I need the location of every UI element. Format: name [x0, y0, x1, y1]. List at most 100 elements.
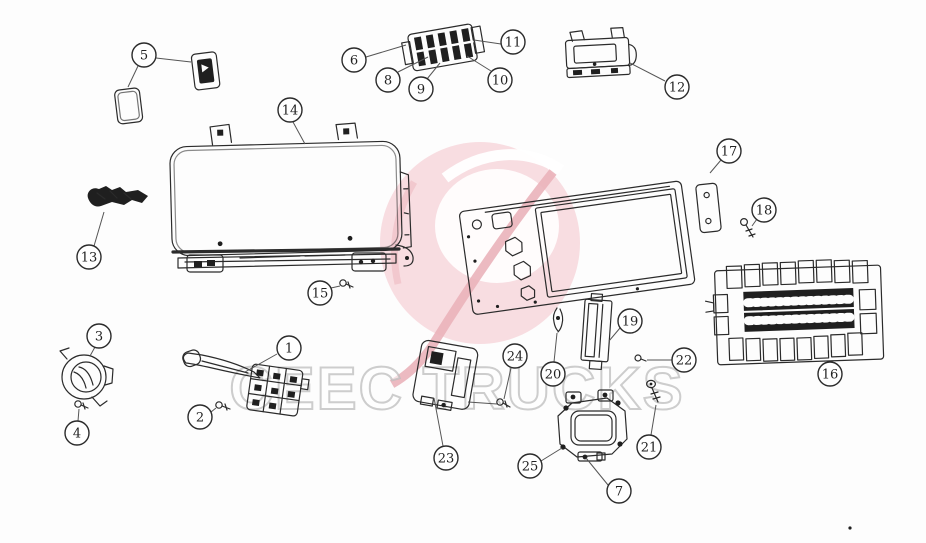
callout-leader-line [93, 211, 105, 247]
callout-circle [502, 343, 528, 369]
callout-leader-line [210, 407, 217, 413]
callout-circle [433, 445, 459, 471]
callout-circle [500, 29, 526, 55]
callout-circle [751, 197, 777, 223]
callout-number: 11 [505, 36, 522, 51]
callout-circle [671, 347, 697, 373]
part-ignition-switch [87, 186, 148, 207]
callout-circle [540, 361, 566, 387]
callout-number: 4 [73, 427, 81, 442]
part-screw-22 [634, 354, 647, 362]
callout-25: 25 [517, 447, 563, 479]
callout-12: 12 [629, 62, 690, 100]
callout-number: 10 [492, 74, 509, 89]
callout-leader-line [503, 367, 512, 400]
callout-24: 24 [502, 343, 528, 400]
callout-leader-line [650, 404, 657, 436]
part-mounting-bracket [564, 27, 637, 79]
callout-leader-line [433, 397, 444, 447]
callout-11: 11 [473, 29, 526, 55]
callout-5: 5 [127, 42, 192, 88]
part-screw-18 [739, 218, 756, 238]
part-mounting-rail [171, 244, 414, 273]
callout-circle [277, 97, 303, 123]
part-blank-switch-plug [114, 87, 144, 125]
callout-number: 14 [282, 104, 299, 119]
callout-leader-line [292, 121, 306, 145]
brand-swoosh-logo [380, 142, 580, 388]
callout-circle [341, 47, 367, 73]
callout-4: 4 [64, 408, 90, 446]
callout-number: 25 [522, 460, 539, 475]
callout-15: 15 [307, 280, 341, 306]
callout-number: 6 [350, 54, 358, 69]
callout-leader-line [709, 159, 722, 174]
callout-number: 19 [622, 315, 639, 330]
callout-circle [187, 404, 213, 430]
callout-leader-line [77, 408, 80, 422]
callout-number: 13 [81, 251, 98, 266]
part-head-unit [459, 180, 696, 315]
part-relay-bracket [557, 389, 628, 462]
part-screw-15 [339, 279, 354, 289]
callout-20: 20 [540, 332, 566, 387]
part-combination-switch [182, 349, 310, 417]
callout-18: 18 [751, 197, 777, 227]
callout-leader-line [426, 62, 441, 80]
callout-21: 21 [636, 404, 662, 460]
callout-9: 9 [408, 62, 441, 102]
callout-13: 13 [76, 211, 105, 270]
callout-leader-line [473, 39, 502, 45]
callout-number: 9 [417, 83, 425, 98]
callout-leader-line [553, 332, 558, 363]
callout-leader-line [89, 346, 96, 357]
callout-16: 16 [817, 361, 843, 387]
callout-circle [276, 335, 302, 361]
callout-23: 23 [433, 397, 459, 471]
callout-leader-line [466, 55, 492, 72]
callout-number: 17 [721, 145, 738, 160]
connector-line [467, 401, 498, 405]
callout-number: 2 [196, 411, 204, 426]
callout-number: 1 [285, 342, 293, 357]
part-screw-2 [215, 401, 231, 411]
callout-7: 7 [585, 457, 632, 504]
callout-leader-line [127, 65, 139, 88]
callout-19: 19 [608, 308, 643, 342]
part-clip-pin [552, 307, 564, 333]
callout-circle [86, 323, 112, 349]
callout-number: 5 [140, 49, 148, 64]
callout-leader-line [608, 327, 621, 342]
part-screw-24 [496, 398, 511, 408]
callout-number: 21 [641, 441, 658, 456]
part-headlamp-switch [59, 347, 114, 407]
callout-leader-line [244, 353, 278, 373]
callout-circle [716, 138, 742, 164]
callout-circle [64, 420, 90, 446]
callout-leader-line [585, 457, 609, 486]
callout-22: 22 [647, 347, 697, 373]
part-instrument-cluster-bezel [169, 122, 412, 257]
part-control-module [412, 339, 479, 411]
callout-circle [408, 76, 434, 102]
part-fuse-box [704, 259, 885, 366]
callout-circle [375, 67, 401, 93]
part-flasher-module [580, 292, 613, 371]
part-screw-4 [74, 400, 89, 410]
callout-number: 12 [669, 81, 686, 96]
part-vent-grille [401, 23, 486, 72]
callout-number: 7 [615, 485, 623, 500]
callout-number: 3 [95, 330, 103, 345]
callout-circle [636, 434, 662, 460]
callout-2: 2 [187, 404, 217, 430]
callout-number: 15 [312, 287, 329, 302]
callout-3: 3 [86, 323, 112, 357]
callout-10: 10 [466, 55, 513, 93]
part-bolt-21 [645, 379, 661, 403]
callout-circle [307, 280, 333, 306]
callout-leader-line [330, 285, 341, 289]
callout-number: 16 [822, 368, 839, 383]
callout-17: 17 [709, 138, 742, 174]
callout-number: 18 [756, 204, 773, 219]
